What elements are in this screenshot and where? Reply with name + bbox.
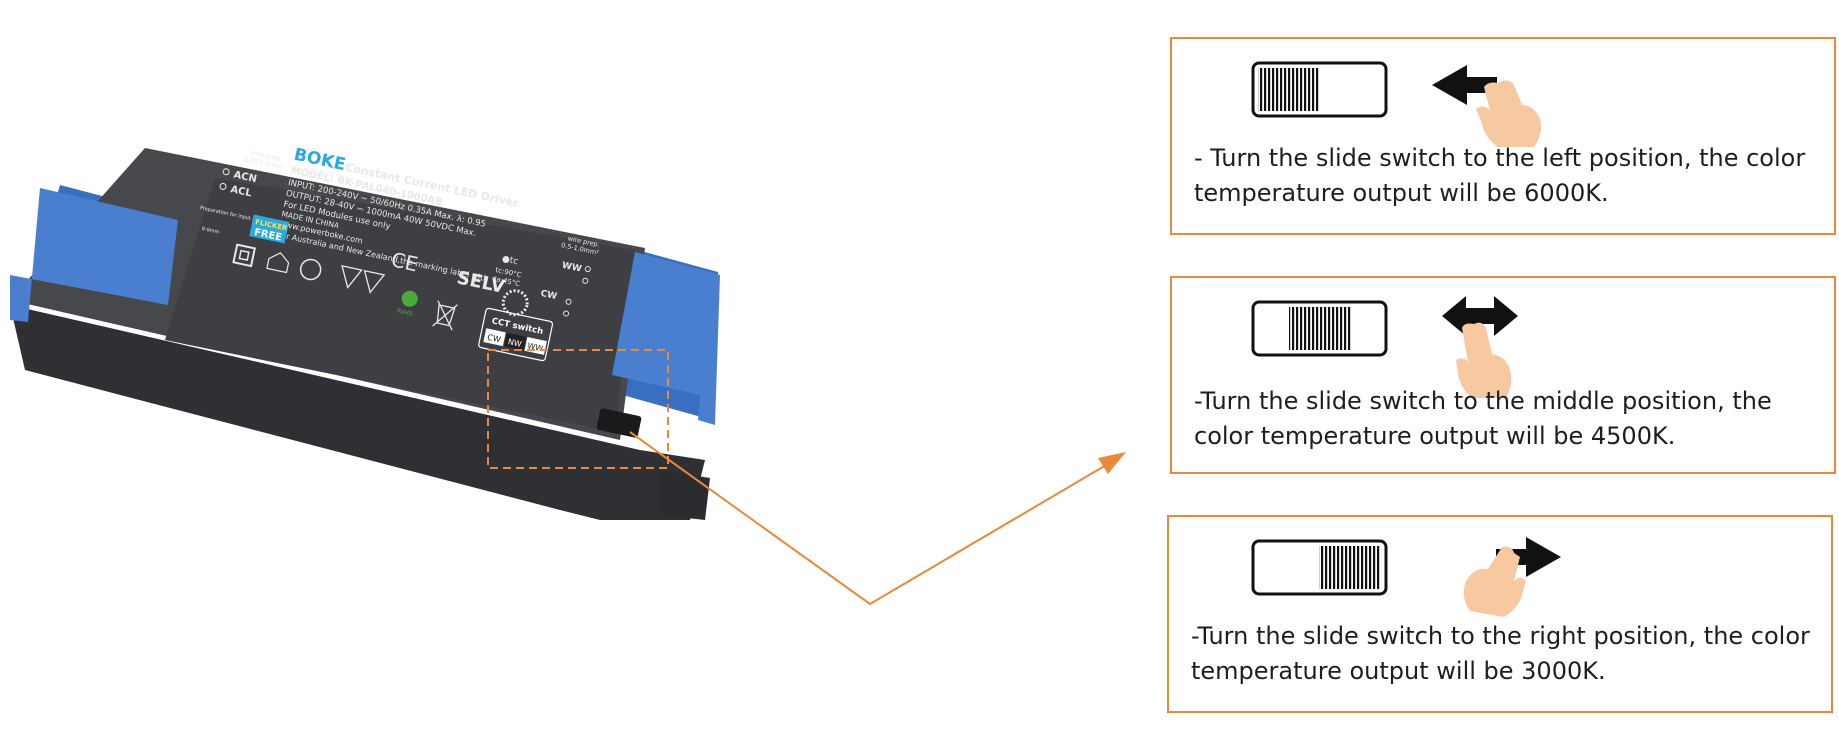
cw-terminal-icon-2 [563,310,570,317]
rohs-label: RoHS [396,307,413,317]
ww-terminal-icon [584,266,591,273]
cct-pos-nw-box [503,332,527,351]
hand-pointer-icon [1463,546,1526,617]
left-end-cap-front [10,188,178,322]
acn-terminal-icon [222,168,230,176]
right-end-cap-front [612,252,720,425]
lamp-symbol-icon [299,258,322,281]
arrow-left-icon [1432,65,1497,105]
switch-panel-right-graphic [1251,537,1561,617]
switch-highlight-box [487,349,669,469]
ce-mark: CE [389,247,420,276]
switch-panel-middle-graphic [1251,296,1518,398]
acl-terminal-icon [219,182,227,190]
switch-panel-right: -Turn the slide switch to the right posi… [1167,515,1833,713]
cw-label: CW [540,289,558,302]
switch-panel-left: - Turn the slide switch to the left posi… [1170,37,1836,235]
switch-panel-right-caption: -Turn the slide switch to the right posi… [1191,622,1810,685]
ww-label: WW [561,261,583,275]
cct-pos-cw: CW [486,333,501,345]
weee-bin-icon [432,300,458,331]
cw-terminal-icon [565,298,572,305]
indoor-use-icon [266,252,290,274]
tc-point: ●tc [501,254,519,267]
callout-arrowhead-icon [1098,452,1126,474]
slide-switch-knob [1289,307,1351,350]
hand-pointer-icon [1456,322,1512,398]
flicker-free-badge [249,214,290,244]
cct-switch-box [478,307,554,362]
rohs-leaf-icon [401,290,418,307]
prep-length: 8-9mm [201,226,220,236]
rcm-seal-icon [501,289,529,317]
cct-slider-knob[interactable] [596,408,642,438]
switch-panel-middle: -Turn the slide switch to the middle pos… [1170,276,1836,474]
slide-switch-knob [1258,68,1320,111]
slide-switch-knob [1319,546,1381,589]
mounting-tab [660,470,710,520]
class-ii-inner-icon [238,249,250,261]
ww-terminal-icon-2 [582,277,589,284]
switch-panel-left-caption: - Turn the slide switch to the left posi… [1194,144,1806,207]
mm-mark-icon [341,265,386,294]
cct-pos-nw: NW [507,337,523,349]
cct-pos-cw-box [483,328,506,347]
arrow-right-icon [1496,537,1561,577]
switch-panel-left-graphic [1251,61,1542,147]
driver-front-face [10,305,705,520]
class-ii-icon [232,243,256,268]
callout-line [629,431,1119,606]
hand-pointer-icon [1476,80,1542,147]
arrow-both-icon [1442,296,1518,336]
acl-label: ACL [229,184,253,199]
acn-label: ACN [232,170,257,186]
switch-panel-middle-caption: -Turn the slide switch to the middle pos… [1194,387,1772,450]
